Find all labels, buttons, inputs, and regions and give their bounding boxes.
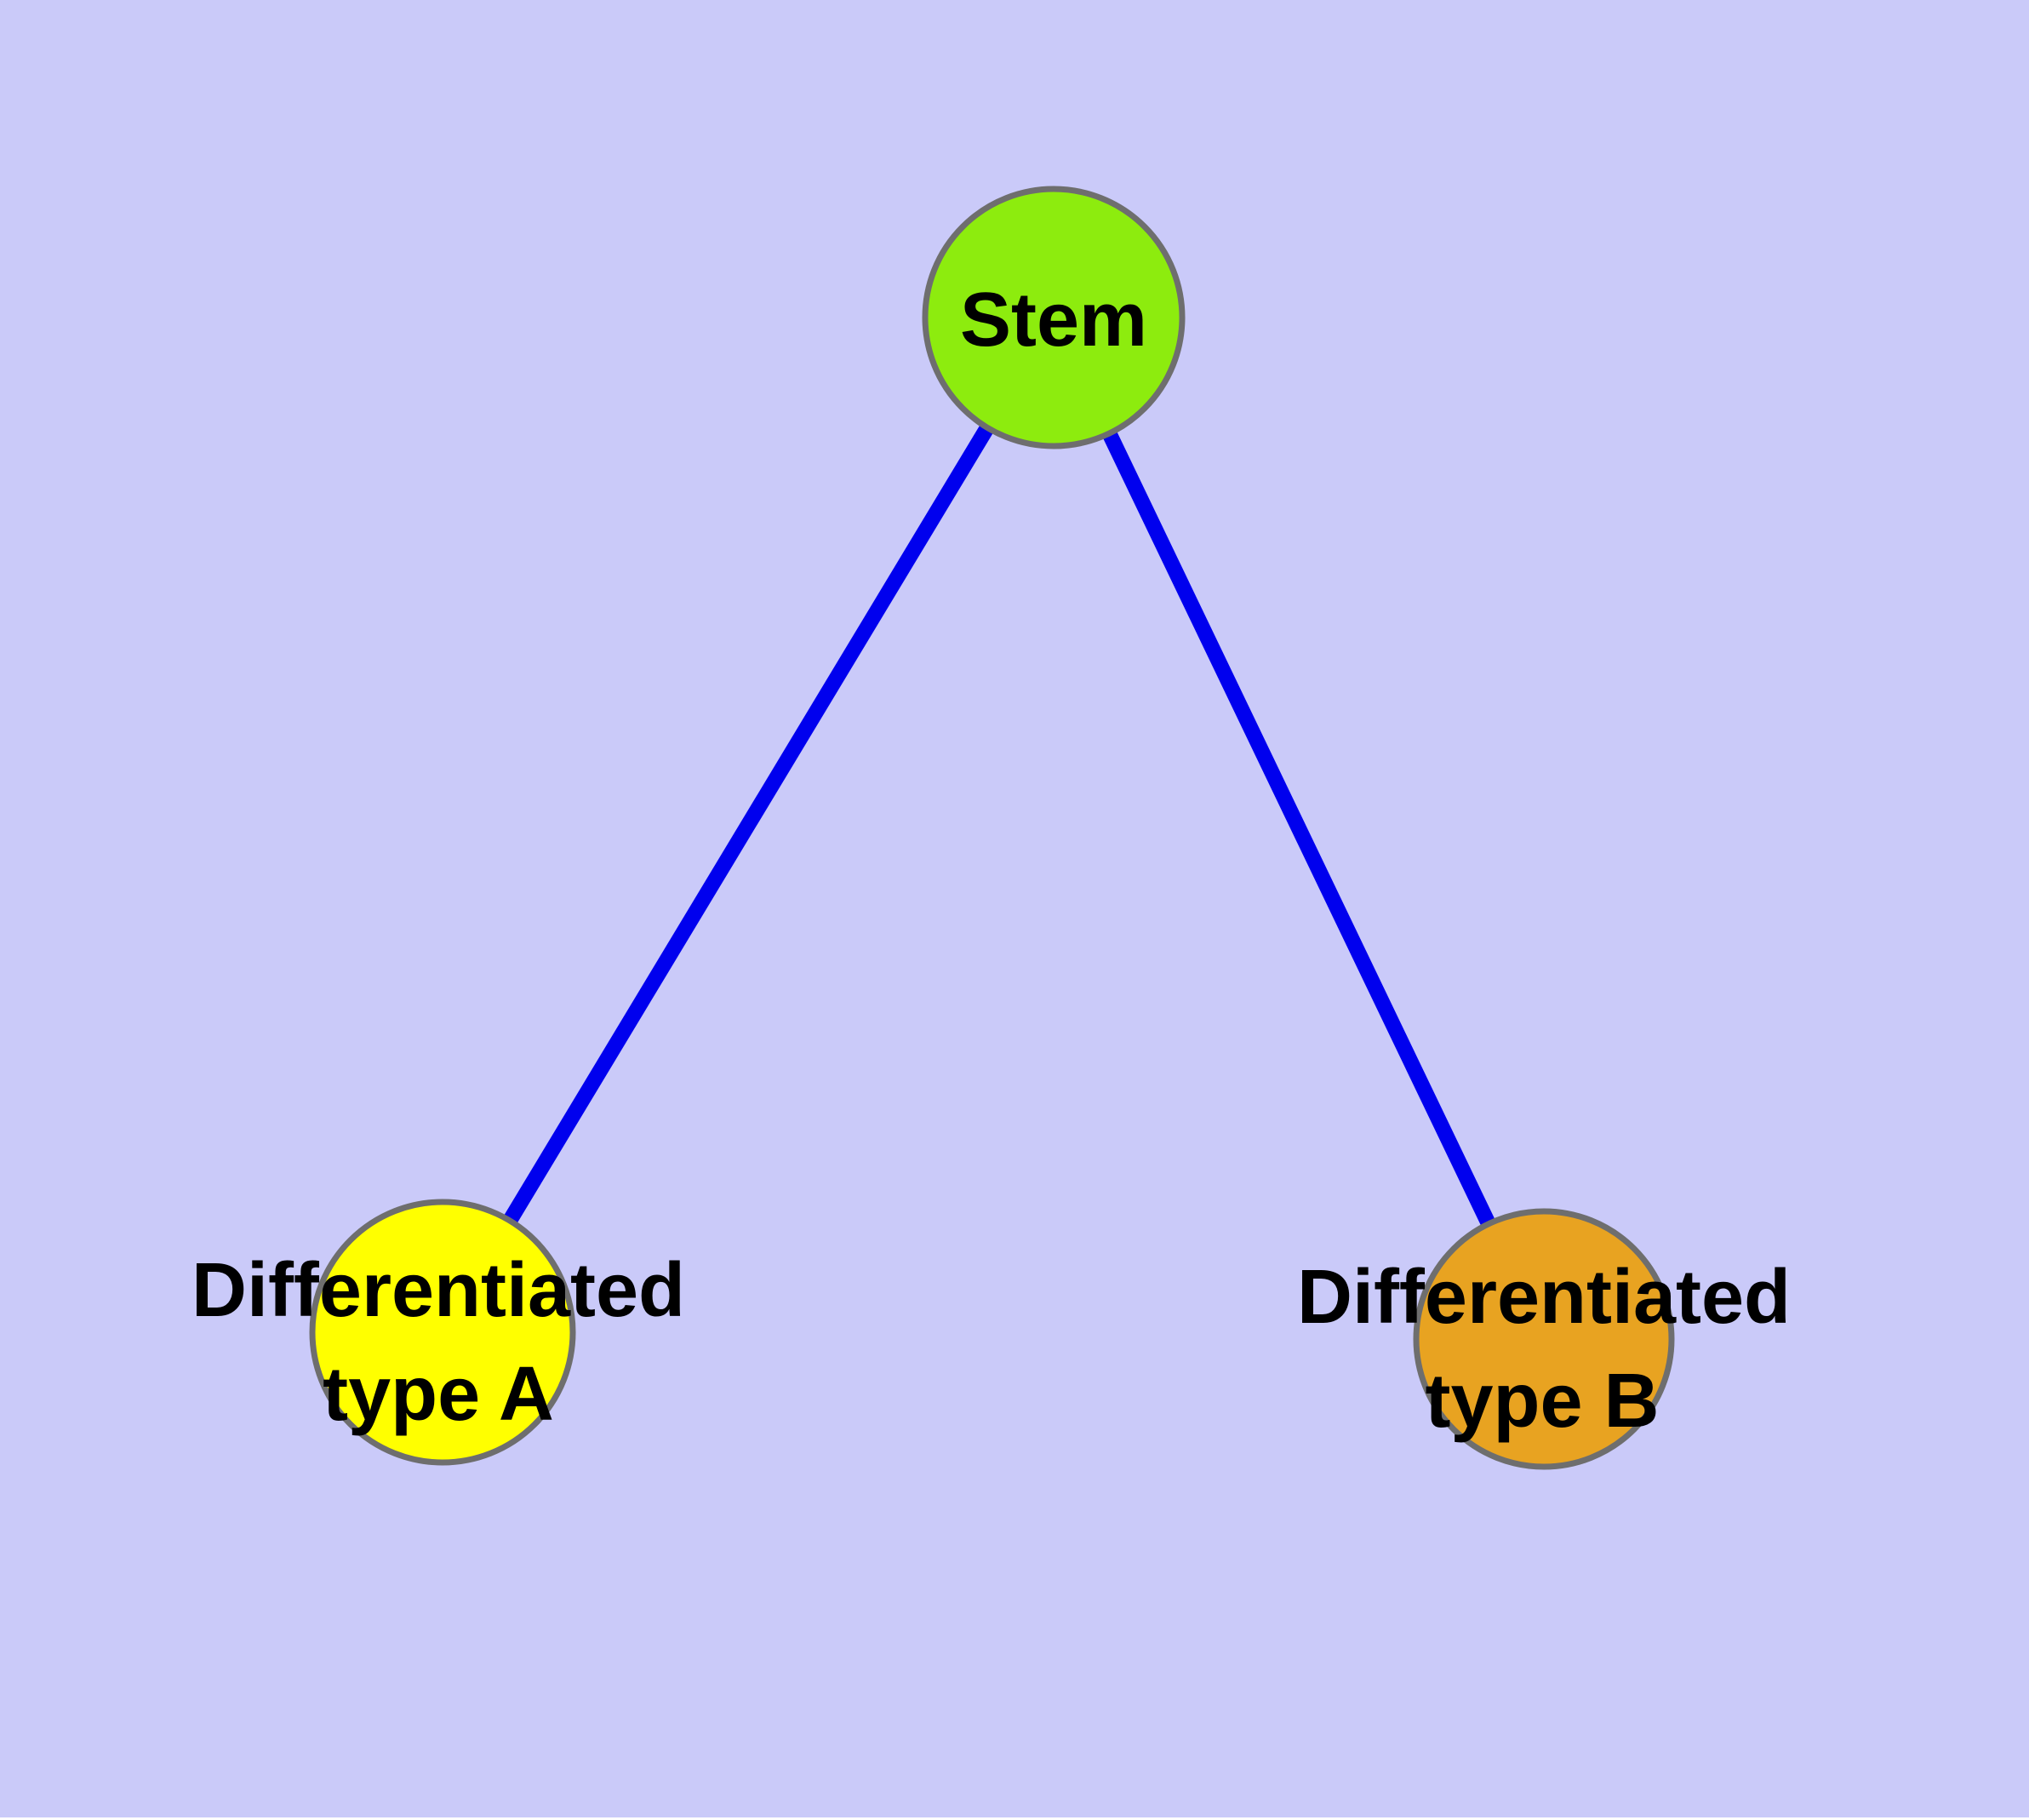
node-type-a-circle <box>309 1199 576 1466</box>
node-type-b-label-line1: Differentiated <box>1297 1255 1791 1340</box>
node-type-a-label-line2: type A <box>323 1352 554 1437</box>
bottom-white-strip <box>0 1817 2029 1820</box>
edge-group <box>436 313 1552 1342</box>
node-type-b-label-line2: type B <box>1425 1359 1659 1444</box>
node-type-a-label-line1: Differentiated <box>191 1248 685 1333</box>
node-stem-label: Stem <box>960 278 1147 363</box>
node-stem: Stem <box>922 186 1186 449</box>
node-type-b: Differentiated type B <box>1297 1208 1791 1470</box>
edge-stem-to-type-b <box>1046 314 1552 1342</box>
node-type-a: Differentiated type A <box>191 1199 685 1466</box>
edge-stem-to-type-a <box>436 313 1060 1336</box>
node-type-b-circle <box>1413 1208 1675 1470</box>
node-stem-circle <box>922 186 1186 449</box>
